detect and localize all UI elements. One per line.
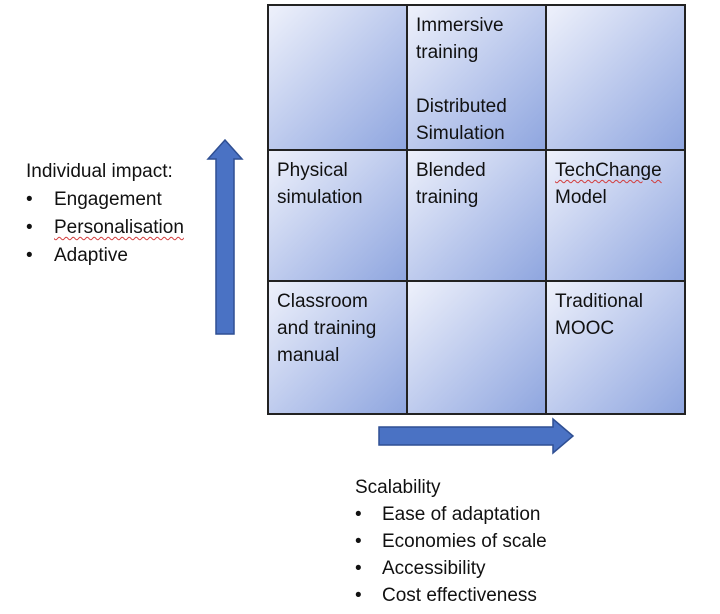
cell-text: TechChange: [555, 160, 662, 181]
cell-text: manual: [277, 345, 340, 366]
matrix-cell-middle-left: Physical simulation: [268, 150, 407, 281]
list-item: Cost effectiveness: [355, 582, 547, 609]
matrix-cell-top-right: [546, 5, 685, 150]
arrow-right-shape: [378, 417, 575, 455]
matrix-grid: Immersive training Distributed Simulatio…: [267, 4, 686, 415]
cell-text: Physical: [277, 160, 348, 181]
scalability-heading: Scalability: [355, 477, 441, 498]
cell-text: and training: [277, 318, 377, 339]
cell-text: simulation: [277, 187, 363, 208]
cell-text: Distributed: [416, 96, 507, 117]
scalability-list: Ease of adaptation Economies of scale Ac…: [355, 501, 547, 609]
arrow-right-icon: [378, 417, 575, 455]
arrow-up-icon: [206, 138, 244, 335]
arrow-up-shape: [206, 138, 244, 335]
matrix-cell-bottom-right: Traditional MOOC: [546, 281, 685, 414]
individual-impact-heading: Individual impact:: [26, 161, 173, 182]
list-item: Adaptive: [26, 242, 184, 270]
matrix-cell-top-left: [268, 5, 407, 150]
cell-text: MOOC: [555, 318, 615, 339]
cell-text: Simulation: [416, 123, 505, 144]
cell-text: Traditional: [555, 291, 644, 312]
cell-text: training: [416, 42, 479, 63]
matrix-cell-middle-center: Blended training: [407, 150, 546, 281]
list-item: Accessibility: [355, 555, 547, 582]
matrix-cell-middle-right: TechChange Model: [546, 150, 685, 281]
list-item: Economies of scale: [355, 528, 547, 555]
individual-impact-list: Engagement Personalisation Adaptive: [26, 186, 184, 270]
matrix-cell-bottom-center: [407, 281, 546, 414]
individual-impact-block: Individual impact: Engagement Personalis…: [26, 158, 184, 270]
cell-text: Blended: [416, 160, 486, 181]
list-item: Ease of adaptation: [355, 501, 547, 528]
cell-text: training: [416, 187, 479, 208]
list-item: Personalisation: [26, 214, 184, 242]
list-item: Engagement: [26, 186, 184, 214]
cell-text: Immersive: [416, 15, 504, 36]
cell-text: Classroom: [277, 291, 368, 312]
scalability-block: Scalability Ease of adaptation Economies…: [355, 474, 547, 609]
matrix-cell-bottom-left: Classroom and training manual: [268, 281, 407, 414]
cell-text: Model: [555, 187, 607, 208]
matrix-cell-top-center: Immersive training Distributed Simulatio…: [407, 5, 546, 150]
